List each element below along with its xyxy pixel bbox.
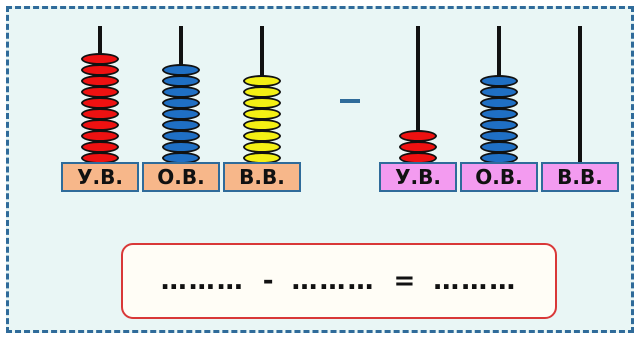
rod-stick	[416, 26, 420, 164]
bead-stack	[61, 53, 139, 164]
answer-equation-box[interactable]: ……… - ……… = ………	[121, 243, 557, 319]
label-units: В.В.	[541, 162, 619, 192]
label-tens: О.В.	[460, 162, 538, 192]
blank-subtrahend[interactable]: ………	[291, 266, 376, 296]
rod-tens	[460, 9, 538, 164]
rod-stick	[578, 26, 582, 164]
rod-hundreds	[61, 9, 139, 164]
equals-operator: =	[393, 266, 416, 296]
rod-units	[541, 9, 619, 164]
label-tens: О.В.	[142, 162, 220, 192]
blank-difference[interactable]: ………	[433, 266, 518, 296]
place-value-labels: У.В. О.В. В.В.	[61, 162, 304, 192]
abacus-minuend: У.В. О.В. В.В.	[61, 9, 305, 209]
label-hundreds: У.В.	[379, 162, 457, 192]
label-hundreds: У.В.	[61, 162, 139, 192]
place-value-labels: У.В. О.В. В.В.	[379, 162, 622, 192]
bead-stack	[460, 75, 538, 164]
rod-tens	[142, 9, 220, 164]
rod-hundreds	[379, 9, 457, 164]
bead-stack	[379, 130, 457, 164]
rod-units	[223, 9, 301, 164]
bead-stack	[223, 75, 301, 164]
minus-sign	[340, 99, 360, 103]
label-units: В.В.	[223, 162, 301, 192]
minus-operator: -	[262, 266, 274, 296]
blank-minuend[interactable]: ………	[160, 266, 245, 296]
abacus-subtrahend: У.В. О.В. В.В.	[379, 9, 623, 209]
dashed-frame: У.В. О.В. В.В. – У.В. О.В. В.	[6, 6, 634, 333]
bead-stack	[142, 64, 220, 164]
